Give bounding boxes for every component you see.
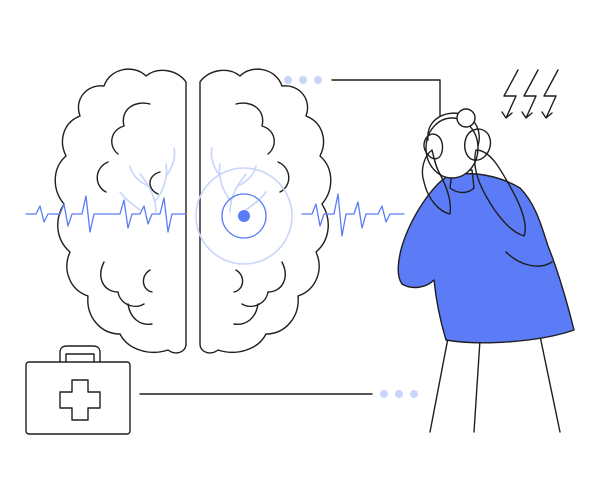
woman-head — [425, 117, 479, 179]
brain-right-fold — [277, 161, 290, 193]
woman-left-arm — [421, 149, 452, 215]
brain-left-fold — [96, 161, 109, 193]
brain-left-fold — [127, 303, 153, 325]
woman-right-arm — [474, 149, 526, 237]
brain-left-fold — [149, 171, 161, 195]
brain-left-fold — [111, 102, 151, 155]
brain-vein-left — [119, 147, 176, 213]
top-connector — [284, 76, 441, 117]
brain-right-fold — [241, 261, 286, 308]
lightning-bolt-icon — [501, 69, 559, 119]
pain-pulse-icon — [195, 167, 293, 265]
brain-left-fold — [142, 269, 153, 293]
woman-hair-bun — [456, 108, 476, 128]
woman-holding-head — [397, 108, 575, 433]
brain-right-fold — [233, 269, 244, 293]
woman-left-hand — [423, 133, 444, 160]
brain-wave-line — [25, 193, 405, 237]
bottom-connector — [139, 390, 418, 398]
brain-vein-right — [210, 147, 267, 213]
brain-right-fold — [235, 102, 275, 155]
woman-sleeve — [505, 251, 553, 267]
brain-icon — [54, 68, 332, 354]
woman-right-hand — [464, 128, 492, 161]
brain-right-fold — [233, 303, 259, 325]
brain-right-hemisphere — [199, 68, 332, 354]
woman-neck — [449, 169, 475, 194]
first-aid-kit-icon — [25, 345, 131, 435]
brain-left-fold — [100, 261, 145, 308]
woman-legs — [429, 335, 561, 433]
woman-top — [397, 173, 575, 344]
